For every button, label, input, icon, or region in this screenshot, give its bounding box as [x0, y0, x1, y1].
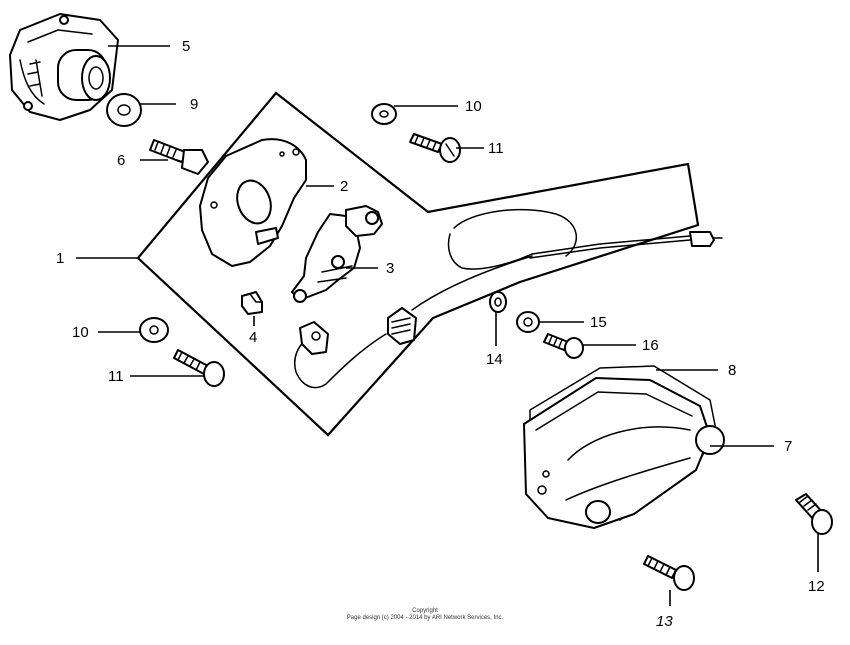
part-6-bolt: [149, 139, 209, 175]
callout-4: 4: [249, 329, 257, 346]
callout-3: 3: [386, 260, 394, 277]
part-12-screw: [795, 493, 833, 535]
callout-1: 1: [56, 250, 64, 267]
copyright-notice: Page design (c) 2004 - 2014 by ARI Netwo…: [346, 615, 504, 621]
callout-13: 13: [656, 613, 673, 630]
part-4-felt-block: [241, 291, 263, 315]
callout-6: 6: [117, 152, 125, 169]
assembly-boundary: [136, 91, 700, 437]
part-11-screw-top: [409, 133, 461, 163]
wiring-harness: [294, 208, 723, 389]
callout-8: 8: [728, 362, 736, 379]
part-11-screw-left: [173, 349, 225, 387]
callout-16: 16: [642, 337, 659, 354]
part-7-point-cover: [523, 377, 725, 529]
callout-15: 15: [590, 314, 607, 331]
part-13-screw: [643, 555, 695, 591]
callout-2: 2: [340, 178, 348, 195]
part-5-pulser-unit: [9, 13, 119, 121]
part-3-contact-points: [291, 205, 383, 303]
callout-7: 7: [784, 438, 792, 455]
part-2-base-plate: [199, 138, 307, 267]
copyright-label: Copyright: [412, 608, 438, 614]
part-14-washer: [489, 291, 507, 313]
callout-10-left: 10: [72, 324, 89, 341]
callout-9: 9: [190, 96, 198, 113]
part-15-washer: [516, 311, 540, 333]
callout-10-top: 10: [465, 98, 482, 115]
part-16-screw: [543, 333, 584, 359]
callout-12: 12: [808, 578, 825, 595]
leader-lines: [76, 45, 819, 606]
callout-5: 5: [182, 38, 190, 55]
part-9-washer: [106, 93, 142, 127]
callout-11-top: 11: [488, 140, 504, 157]
callout-14: 14: [486, 351, 503, 368]
part-10-washer-left: [139, 317, 169, 343]
part-10-washer-top: [371, 103, 397, 125]
callout-11-left: 11: [108, 368, 124, 385]
